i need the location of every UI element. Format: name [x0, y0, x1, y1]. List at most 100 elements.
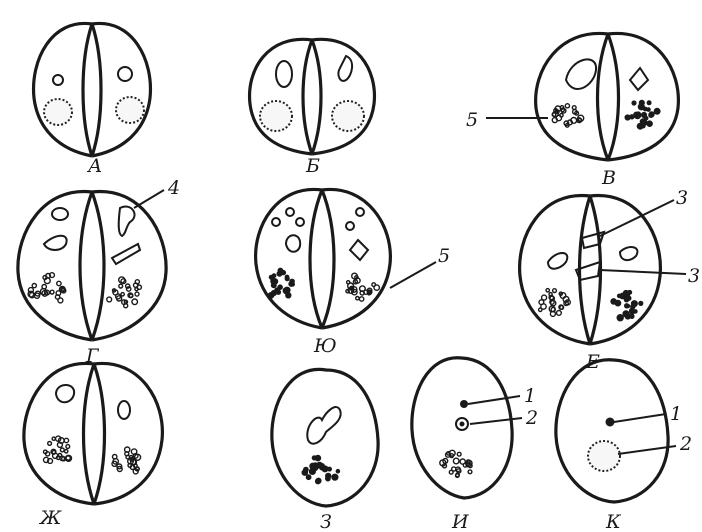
granule [632, 101, 636, 105]
granule [456, 474, 460, 478]
panel-b-label: Б [305, 155, 320, 177]
granule-cluster [539, 289, 571, 317]
panel-v-label: В [601, 167, 616, 189]
callout-2-k: 2 [679, 433, 692, 455]
granule [302, 470, 307, 475]
panel-z-label: З [320, 511, 332, 532]
granule [645, 117, 648, 120]
panel-a: А [34, 23, 151, 177]
granule [52, 451, 56, 455]
granule [32, 284, 36, 288]
granule [275, 288, 280, 293]
granule [268, 293, 273, 298]
panel-k: 1 2 К [556, 360, 692, 532]
granule [60, 448, 64, 452]
granule [272, 274, 275, 277]
granule [121, 293, 124, 296]
granule [356, 297, 359, 300]
granule [615, 300, 620, 305]
panel-b: Б [250, 39, 375, 177]
granule [57, 281, 61, 285]
granule [549, 293, 552, 296]
granule-cluster [268, 268, 294, 298]
granule [107, 297, 112, 302]
granule-cluster [28, 273, 66, 303]
granule [46, 274, 51, 279]
granule [557, 311, 562, 316]
granule [127, 287, 131, 291]
granule [625, 115, 630, 120]
granule [271, 279, 276, 284]
granule [647, 121, 652, 126]
granule [283, 288, 289, 294]
granule [58, 454, 62, 458]
panel-z: З [272, 369, 378, 532]
callout-1-i: 1 [524, 385, 536, 407]
callout-3-b: 3 [688, 265, 700, 287]
granule [64, 438, 68, 442]
granule [306, 475, 310, 479]
panel-zh: Ж [24, 363, 163, 529]
granule [625, 304, 629, 308]
granule [632, 301, 638, 307]
granule [630, 314, 634, 318]
granule-cluster [440, 450, 472, 477]
granule [359, 297, 363, 301]
callout-3-a: 3 [676, 187, 688, 209]
granule [119, 284, 123, 288]
granule [620, 294, 623, 297]
granule [623, 311, 629, 317]
granule [50, 290, 54, 294]
granule-cluster [44, 436, 72, 463]
granule [66, 445, 70, 449]
granule [137, 285, 141, 289]
callout-4: 4 [167, 177, 180, 199]
panel-i-label: И [451, 511, 469, 532]
granule [332, 474, 338, 480]
granule [135, 280, 139, 284]
panel-zh-label: Ж [38, 507, 62, 529]
granule [315, 456, 320, 461]
callout-5-mid: 5 [438, 245, 450, 267]
granule-cluster [611, 291, 643, 321]
granule [644, 107, 647, 110]
granule [135, 292, 139, 296]
granule [539, 308, 542, 311]
granule [129, 294, 133, 298]
granule-clusters [28, 100, 660, 483]
granule [328, 467, 332, 471]
granule-cluster [625, 100, 660, 129]
granule [630, 310, 635, 315]
granule [639, 302, 643, 306]
granule [311, 469, 314, 472]
granule [52, 437, 55, 440]
granule-cluster [107, 277, 142, 308]
granule [316, 478, 321, 483]
panel-i: 1 2 И [412, 358, 538, 532]
granule [313, 463, 317, 467]
panel-k-label: К [605, 511, 622, 532]
granule [649, 112, 654, 117]
granule [542, 295, 547, 300]
granule [453, 458, 459, 464]
granule [460, 459, 465, 464]
granule-cluster [112, 447, 141, 474]
granule [468, 470, 472, 474]
granule [457, 452, 461, 456]
granule [372, 283, 376, 287]
granule [320, 464, 324, 468]
panel-a-label: А [86, 155, 102, 177]
callout-2-i: 2 [525, 407, 538, 429]
granule [572, 106, 576, 110]
granule-cluster [302, 456, 339, 484]
granule [546, 289, 549, 292]
panel-e: 3 3 Е [520, 187, 700, 373]
granule [65, 450, 68, 453]
granule [654, 109, 660, 115]
granule [48, 442, 52, 446]
granule [560, 306, 564, 310]
granule [56, 291, 61, 296]
callout-1-k: 1 [670, 403, 682, 425]
callout-5-top: 5 [466, 109, 478, 131]
